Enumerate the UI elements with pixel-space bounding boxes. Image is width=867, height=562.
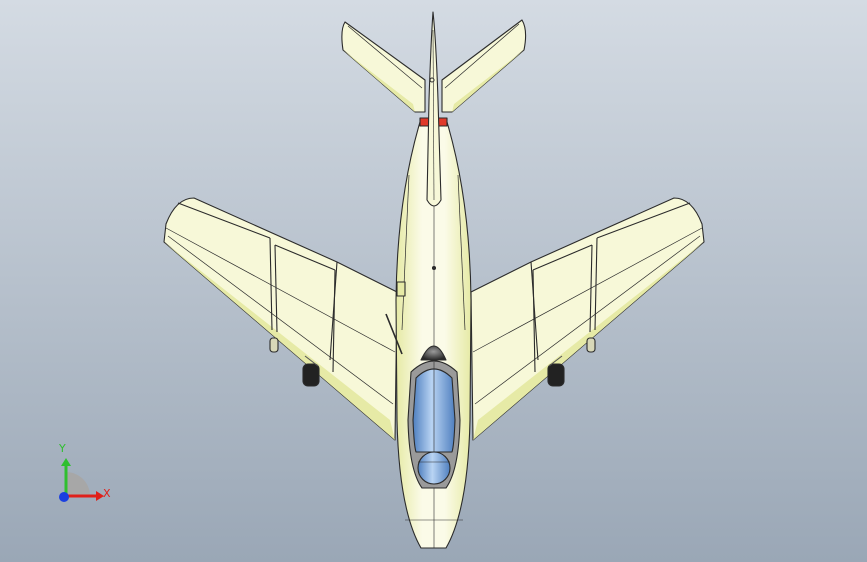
right-main-gear (547, 337, 596, 387)
vertical-fin[interactable] (426, 11, 442, 207)
y-axis-head (61, 458, 71, 466)
left-main-gear (269, 337, 320, 387)
x-axis-label: X (103, 487, 111, 500)
axis-triad[interactable]: X Y (58, 442, 111, 502)
z-axis-dot (59, 492, 69, 502)
x-axis-head (96, 491, 104, 501)
horizontal-stabilizer[interactable] (341, 19, 527, 113)
triad-arc (66, 472, 90, 496)
aircraft-model[interactable] (163, 11, 705, 549)
left-wing[interactable] (163, 197, 398, 441)
y-axis-label: Y (58, 442, 66, 455)
cockpit-canopy[interactable] (407, 345, 461, 489)
